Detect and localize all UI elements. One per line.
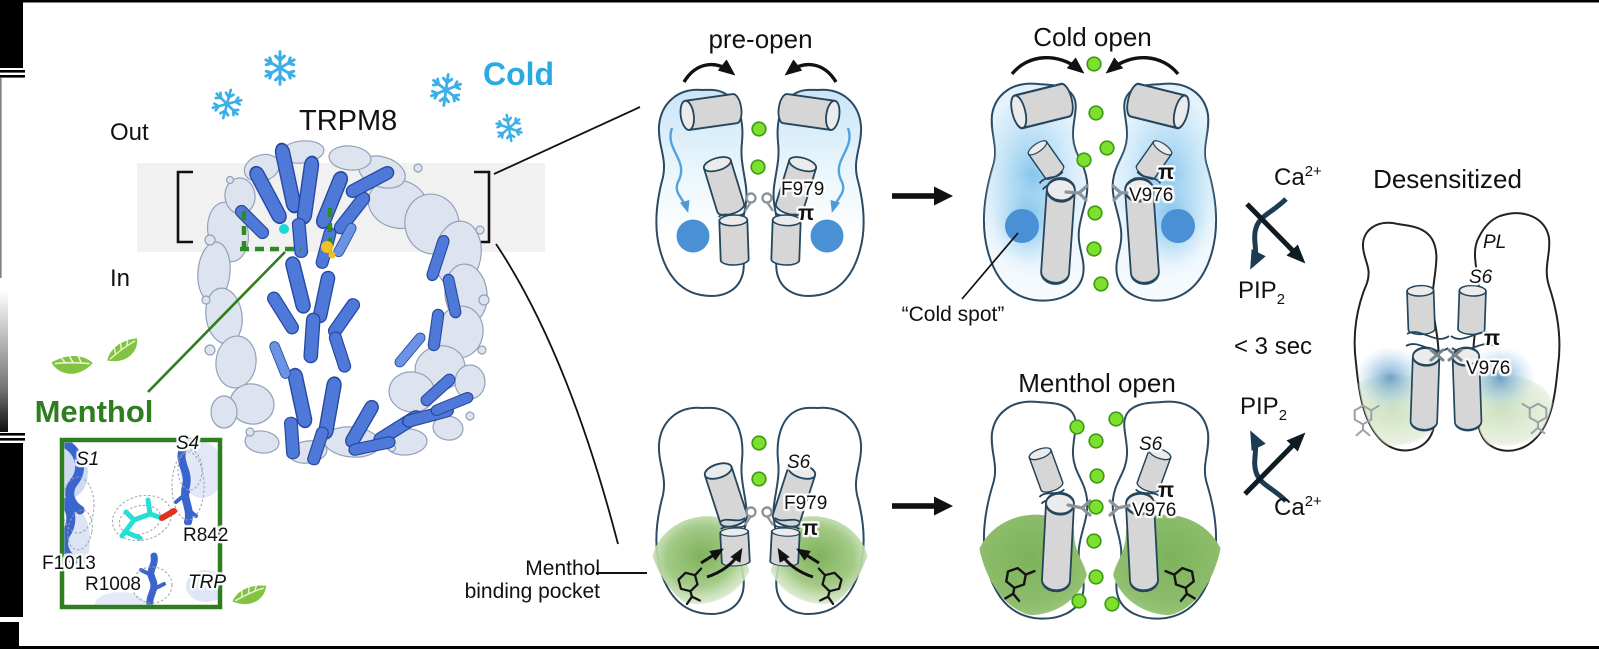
v976-label: V976 <box>1132 500 1177 521</box>
f979-label: F979 <box>781 179 825 200</box>
pip-base: PIP <box>1238 277 1277 304</box>
ca-base: Ca <box>1274 494 1305 521</box>
s6-label: S6 <box>1139 434 1163 455</box>
state-desensitized <box>1353 212 1561 452</box>
pi-helix-label: π <box>1484 327 1501 350</box>
menthol-label: Menthol <box>34 394 154 429</box>
ion-icon <box>750 159 766 175</box>
v976-label: V976 <box>1129 185 1174 206</box>
f979-label: F979 <box>784 493 828 514</box>
snowflake-icon <box>494 111 524 145</box>
ca-pip-exchange-bottom <box>1243 430 1306 503</box>
density-map <box>197 140 490 464</box>
in-label: In <box>110 265 131 292</box>
cold-label: Cold <box>483 56 555 92</box>
menthol-open-title: Menthol open <box>1018 368 1176 398</box>
rotation-arrow <box>1010 56 1085 76</box>
s6-label: S6 <box>1469 267 1493 288</box>
ca-label-bottom: Ca2+ <box>1274 494 1322 521</box>
menthol-pocket-label-line2: binding pocket <box>464 580 600 603</box>
rotation-arrow <box>784 59 838 83</box>
state-menthol-closed <box>596 408 880 617</box>
state-pre-open <box>656 59 863 296</box>
helix-bundle <box>234 142 474 466</box>
ion-icon <box>751 435 767 451</box>
protein-title: TRPM8 <box>299 105 398 137</box>
transition-arrows <box>892 186 953 516</box>
snowflake-icon <box>209 85 245 123</box>
ca-pip-exchange-top <box>1245 197 1306 270</box>
snowflake-icon <box>264 50 296 86</box>
leaf-icon <box>49 348 95 378</box>
inset-r842-label: R842 <box>183 525 229 546</box>
leaf-icon <box>228 578 271 609</box>
ca-base: Ca <box>1274 164 1305 191</box>
snowflake-icon <box>428 71 464 109</box>
inset-connector-line <box>147 251 286 393</box>
pip2-label-bottom: PIP2 <box>1240 394 1287 424</box>
ion-icon <box>751 121 767 137</box>
menthol-site-box <box>240 205 336 259</box>
ca-sup: 2+ <box>1304 494 1322 510</box>
inset-s1-label: S1 <box>76 449 100 470</box>
v976-label: V976 <box>1466 358 1511 379</box>
pip-sub: 2 <box>1278 407 1287 424</box>
pi-helix-label: π <box>1158 161 1175 184</box>
ion-icon <box>751 471 767 487</box>
pip-base: PIP <box>1240 393 1279 420</box>
state-menthol-open <box>966 402 1234 626</box>
cold-spot-label: “Cold spot” <box>901 303 1005 326</box>
cold-spot-pointer <box>961 232 1019 300</box>
pi-helix-label: π <box>1158 479 1175 502</box>
s6-label: S6 <box>787 452 811 473</box>
ca-label-top: Ca2+ <box>1274 164 1322 191</box>
inset-r1008-label: R1008 <box>85 574 141 595</box>
leaf-icon <box>100 331 144 368</box>
pip2-label-top: PIP2 <box>1238 278 1285 308</box>
inset-f1013-label: F1013 <box>42 553 96 574</box>
state-cold-open <box>961 56 1220 300</box>
menthol-pocket-label: Menthol binding pocket <box>455 557 600 603</box>
menthol-inset <box>59 437 223 610</box>
pip-sub: 2 <box>1276 291 1285 308</box>
rotation-arrow <box>682 59 736 83</box>
menthol-pocket-label-line1: Menthol <box>525 557 600 580</box>
ca-sup: 2+ <box>1304 164 1322 180</box>
inset-trp-label: TRP <box>188 572 226 593</box>
pre-open-title: pre-open <box>708 24 813 54</box>
pl-label: PL <box>1483 232 1507 253</box>
out-label: Out <box>110 119 149 146</box>
desensitized-title: Desensitized <box>1373 164 1522 194</box>
rotation-arrow <box>1105 56 1180 76</box>
pi-helix-label: π <box>802 517 819 540</box>
pi-helix-label: π <box>798 202 815 225</box>
cold-open-title: Cold open <box>1033 22 1152 52</box>
inset-s4-label: S4 <box>176 433 200 454</box>
trpm8-structure <box>147 140 490 466</box>
time-label: < 3 sec <box>1234 333 1313 360</box>
